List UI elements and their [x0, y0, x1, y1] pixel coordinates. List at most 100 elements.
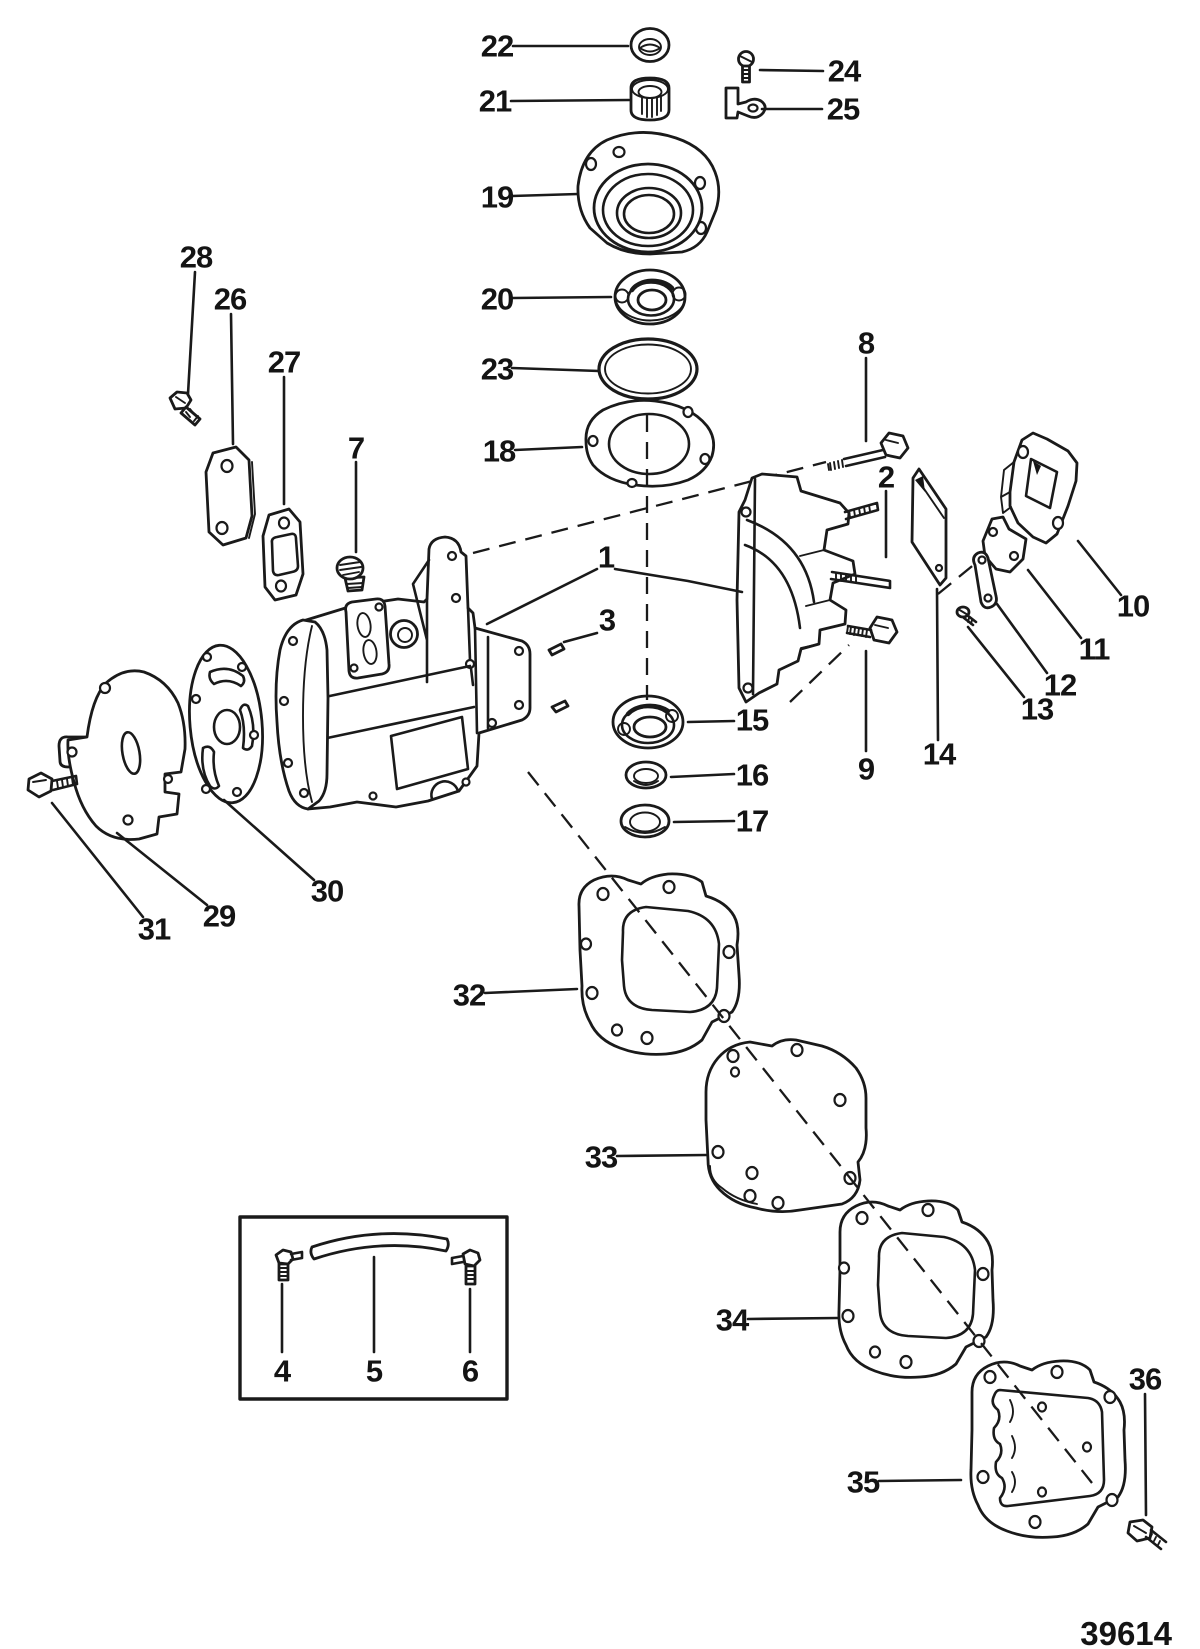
part-30-end-plate-gasket [188, 643, 264, 805]
part-18-end-cap-gasket [584, 399, 716, 489]
part-15-ball-bearing [611, 694, 685, 750]
callout-20: 20 [481, 282, 513, 317]
figure-number: 39614 [1080, 1615, 1172, 1649]
callout-10-leader-1 [1076, 539, 1123, 597]
callout-17: 17 [736, 804, 768, 839]
part-3-dowel-pins [547, 642, 570, 714]
part-1-crankcase-cover-half [735, 472, 857, 704]
callout-4: 4 [274, 1354, 292, 1389]
part-19-bearing-end-cap [576, 131, 721, 256]
part-28-bolt [168, 390, 202, 427]
part-31-bolt [26, 771, 79, 799]
callout-17-leader-1 [672, 819, 736, 824]
callout-3-leader-1 [562, 631, 599, 644]
callout-23: 23 [481, 352, 514, 387]
callout-7: 7 [348, 431, 364, 466]
callout-14-leader-1 [935, 587, 940, 742]
callout-19-leader-1 [510, 192, 580, 198]
callout-19: 19 [481, 180, 514, 215]
callout-12-leader-1 [995, 602, 1049, 675]
part-32-crankcase-gasket [577, 872, 741, 1056]
callout-16: 16 [736, 758, 769, 793]
callout-33-leader-1 [615, 1153, 708, 1158]
callout-26-leader-1 [229, 312, 235, 446]
callout-33: 33 [585, 1140, 618, 1175]
part-16-seal [624, 760, 668, 790]
part-12-link [972, 550, 998, 610]
part-36-screw [1126, 1518, 1168, 1551]
callout-28: 28 [180, 240, 213, 275]
callout-6: 6 [462, 1354, 479, 1389]
inset-box-hose-kit [238, 1215, 509, 1401]
callout-2: 2 [878, 460, 894, 495]
part-4-elbow-fitting [274, 1248, 304, 1282]
part-23-o-ring [597, 337, 699, 401]
part-26-cover-plate [204, 445, 256, 547]
part-13-screw [955, 605, 978, 627]
part-17-oil-seal [619, 803, 671, 839]
callout-30-leader-1 [222, 798, 316, 882]
callout-13-leader-1 [966, 625, 1026, 699]
part-7-plug-screw [335, 555, 366, 593]
callout-34: 34 [716, 1303, 750, 1338]
part-20-ball-bearing [613, 268, 687, 326]
part-8-bolt [827, 431, 910, 471]
part-2-studs [829, 501, 892, 590]
callout-20-leader-1 [511, 295, 613, 300]
callout-15-leader-1 [686, 719, 736, 724]
callout-11-leader-1 [1026, 568, 1083, 640]
callout-16-leader-1 [669, 772, 736, 779]
callout-34-leader-1 [746, 1316, 840, 1321]
callout-1-leader-2 [613, 567, 744, 594]
callout-35: 35 [847, 1465, 880, 1500]
part-10-exhaust-cover [1000, 431, 1079, 545]
callout-31: 31 [138, 912, 171, 947]
part-34-exhaust-gasket [837, 1199, 995, 1379]
callout-5: 5 [366, 1354, 383, 1389]
callout-32: 32 [453, 978, 485, 1013]
callout-18: 18 [483, 434, 516, 469]
callout-18-leader-1 [513, 445, 584, 452]
callout-11: 11 [1079, 632, 1111, 667]
inset-box-border [238, 1215, 509, 1401]
callout-29: 29 [203, 899, 236, 934]
callout-31-leader-1 [50, 801, 145, 919]
callout-3: 3 [599, 603, 616, 638]
callout-24-leader-1 [758, 68, 825, 73]
callout-28-leader-1 [186, 270, 197, 396]
callout-23-leader-1 [510, 366, 601, 373]
callout-13: 13 [1021, 692, 1054, 727]
callout-21: 21 [479, 84, 512, 119]
part-5-hose [309, 1232, 450, 1261]
callout-29-leader-1 [115, 831, 209, 907]
part-24-screw [737, 50, 755, 84]
callout-25: 25 [827, 92, 860, 127]
part-1-cylinder-block [274, 535, 532, 811]
callout-8: 8 [858, 326, 875, 361]
callout-12: 12 [1044, 668, 1076, 703]
callout-36: 36 [1129, 1362, 1162, 1397]
callout-14: 14 [923, 737, 957, 772]
callout-1: 1 [598, 540, 615, 575]
part-6-elbow-fitting [450, 1248, 482, 1286]
part-14-plate [910, 467, 948, 587]
part-33-cover-plate [704, 1038, 868, 1213]
callout-15: 15 [736, 703, 769, 738]
part-21-needle-bearing [629, 76, 671, 122]
callout-30: 30 [311, 874, 343, 909]
main-assembly-dashed-line [527, 771, 1093, 1484]
part-25-bracket [724, 86, 767, 120]
callout-22: 22 [481, 29, 513, 64]
callout-32-leader-1 [483, 987, 579, 995]
callout-21-leader-1 [509, 98, 631, 103]
part-22-seal [629, 27, 671, 63]
part-29-end-plate [57, 669, 187, 841]
callout-1-leader-1 [485, 567, 599, 626]
callout-10: 10 [1117, 589, 1149, 624]
callout-35-leader-1 [877, 1478, 963, 1483]
part-11-plate [981, 515, 1028, 574]
callout-36-leader-1 [1143, 1392, 1148, 1517]
overlay-dashed-lines [527, 415, 1093, 1484]
